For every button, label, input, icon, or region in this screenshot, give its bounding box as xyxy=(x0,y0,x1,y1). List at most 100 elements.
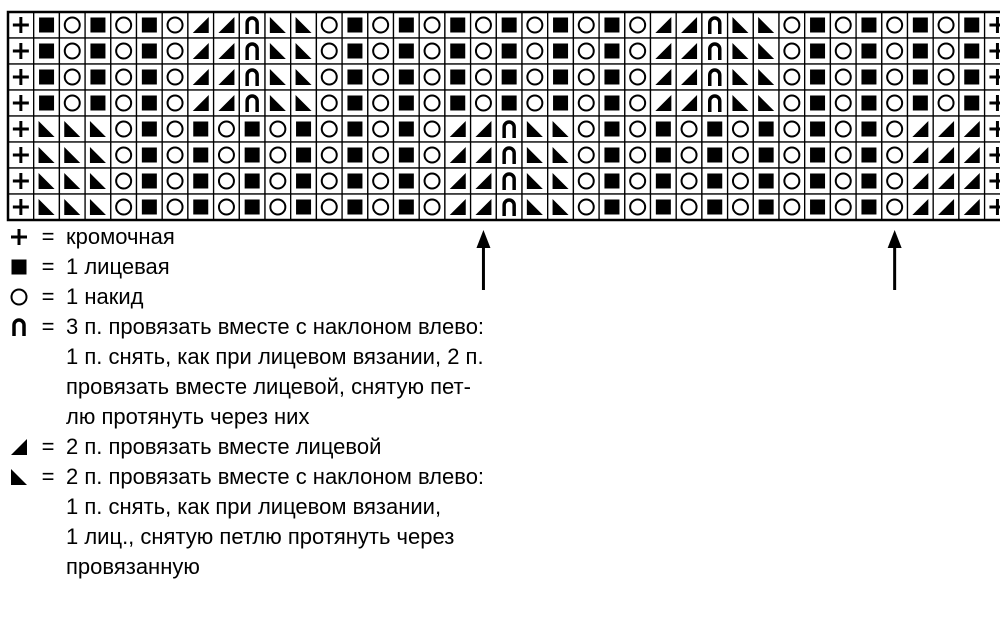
chart-cell-k2tog xyxy=(932,193,960,221)
chart-cell-k2tog xyxy=(469,141,497,169)
chart-cell-yarn-over xyxy=(675,115,703,143)
chart-cell-yarn-over xyxy=(521,37,549,65)
chart-cell-ssk xyxy=(726,89,754,117)
chart-cell-k2tog xyxy=(649,63,677,91)
chart-cell-k2tog xyxy=(212,63,240,91)
chart-cell-k2tog xyxy=(932,141,960,169)
chart-cell-yarn-over xyxy=(58,63,86,91)
chart-cell-yarn-over xyxy=(161,141,189,169)
chart-cell-yarn-over xyxy=(881,115,909,143)
chart-cell-knit xyxy=(135,167,163,195)
chart-cell-knit xyxy=(649,193,677,221)
chart-cell-yarn-over xyxy=(469,89,497,117)
chart-cell-knit xyxy=(187,115,215,143)
chart-cell-yarn-over xyxy=(829,63,857,91)
chart-cell-edge xyxy=(983,115,1000,143)
chart-cell-yarn-over xyxy=(881,11,909,39)
chart-cell-knit xyxy=(598,141,626,169)
chart-cell-yarn-over xyxy=(418,115,446,143)
chart-cell-knit xyxy=(649,115,677,143)
chart-cell-yarn-over xyxy=(624,11,652,39)
chart-cell-yarn-over xyxy=(726,115,754,143)
chart-cell-knit xyxy=(649,141,677,169)
chart-cell-yarn-over xyxy=(367,193,395,221)
chart-cell-yarn-over xyxy=(315,37,343,65)
chart-cell-yarn-over xyxy=(829,193,857,221)
chart-cell-k2tog xyxy=(906,167,934,195)
chart-cell-k2tog xyxy=(932,115,960,143)
chart-cell-yarn-over xyxy=(624,63,652,91)
chart-cell-knit xyxy=(804,167,832,195)
chart-cell-ssk xyxy=(290,37,318,65)
chart-cell-yarn-over xyxy=(469,63,497,91)
chart-cell-yarn-over xyxy=(469,37,497,65)
chart-cell-knit xyxy=(84,63,112,91)
chart-cell-knit xyxy=(238,193,266,221)
chart-cell-yarn-over xyxy=(572,115,600,143)
legend-description: 1 накид xyxy=(66,282,568,312)
chart-cell-yarn-over xyxy=(367,11,395,39)
chart-cell-edge xyxy=(7,141,35,169)
pattern-repeat-arrow xyxy=(476,230,491,290)
chart-cell-knit xyxy=(392,115,420,143)
chart-cell-yarn-over xyxy=(829,89,857,117)
legend-item: =1 накид xyxy=(8,282,568,312)
chart-cell-knit xyxy=(855,37,883,65)
chart-cell-knit xyxy=(444,37,472,65)
chart-cell-yarn-over xyxy=(932,11,960,39)
chart-cell-yarn-over xyxy=(212,141,240,169)
chart-cell-yarn-over xyxy=(212,167,240,195)
chart-cell-knit xyxy=(135,141,163,169)
chart-cell-yarn-over xyxy=(881,141,909,169)
chart-cell-yarn-over xyxy=(110,63,138,91)
legend-line: провязать вместе лицевой, снятую пет- xyxy=(66,374,471,399)
chart-cell-knit xyxy=(187,141,215,169)
chart-cell-yarn-over xyxy=(315,141,343,169)
equals-sign: = xyxy=(41,434,55,459)
chart-cell-edge xyxy=(983,89,1000,117)
yarn-over-icon xyxy=(8,282,30,312)
chart-cell-k3tog-left xyxy=(238,11,266,39)
chart-cell-ssk xyxy=(752,11,780,39)
chart-row xyxy=(7,141,1000,169)
chart-cell-k2tog xyxy=(649,37,677,65)
k3tog-left-icon xyxy=(8,312,30,342)
chart-cell-yarn-over xyxy=(829,37,857,65)
chart-cell-k2tog xyxy=(444,193,472,221)
chart-cell-k2tog xyxy=(469,115,497,143)
chart-cell-yarn-over xyxy=(726,193,754,221)
chart-cell-knit xyxy=(958,63,986,91)
chart-cell-knit xyxy=(701,141,729,169)
chart-cell-yarn-over xyxy=(624,193,652,221)
legend-description: 3 п. провязать вместе с наклоном влево:1… xyxy=(66,312,568,432)
chart-cell-ssk xyxy=(264,89,292,117)
chart-cell-knit xyxy=(495,11,523,39)
chart-cell-knit xyxy=(341,11,369,39)
chart-cell-k2tog xyxy=(212,37,240,65)
chart-cell-knit xyxy=(598,11,626,39)
chart-cell-knit xyxy=(135,11,163,39)
chart-cell-knit xyxy=(238,141,266,169)
chart-cell-yarn-over xyxy=(624,115,652,143)
chart-cell-yarn-over xyxy=(212,193,240,221)
chart-cell-knit xyxy=(906,37,934,65)
legend-line: провязанную xyxy=(66,554,200,579)
chart-cell-knit xyxy=(495,89,523,117)
chart-cell-edge xyxy=(983,141,1000,169)
chart-cell-knit xyxy=(33,11,61,39)
chart-cell-k2tog xyxy=(444,167,472,195)
legend-line: 1 п. снять, как при лицевом вязании, xyxy=(66,494,442,519)
chart-cell-knit xyxy=(855,167,883,195)
chart-cell-edge xyxy=(983,63,1000,91)
chart-cell-knit xyxy=(598,193,626,221)
legend-line: лю протянуть через них xyxy=(66,404,310,429)
chart-cell-knit xyxy=(84,89,112,117)
chart-cell-ssk xyxy=(547,115,575,143)
chart-row xyxy=(7,115,1000,143)
chart-cell-ssk xyxy=(84,167,112,195)
chart-cell-k2tog xyxy=(444,141,472,169)
chart-cell-yarn-over xyxy=(418,141,446,169)
chart-cell-ssk xyxy=(547,193,575,221)
chart-cell-yarn-over xyxy=(572,37,600,65)
chart-cell-knit xyxy=(33,37,61,65)
